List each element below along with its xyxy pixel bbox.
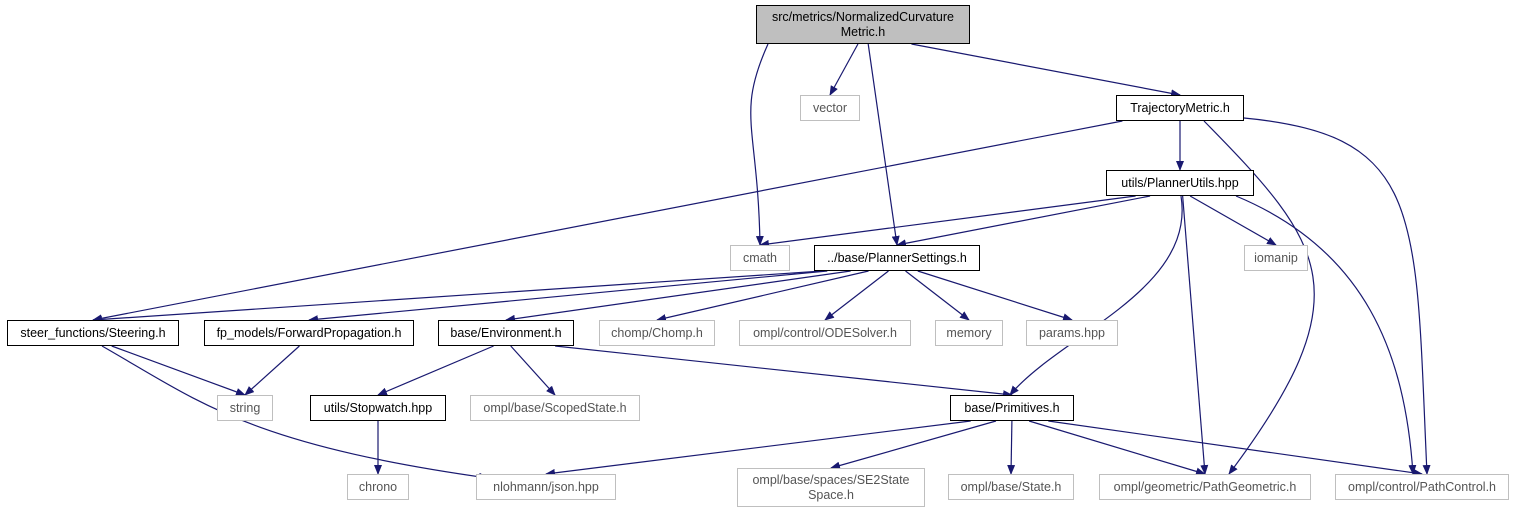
edge-planner-utils-to-path-control [1235,195,1417,475]
edge-planner-settings-to-params [917,270,1073,322]
edge-planner-utils-to-iomanip [1189,195,1277,246]
node-planner-utils[interactable]: utils/PlannerUtils.hpp [1106,170,1254,196]
edge-primitives-to-state [1007,420,1016,475]
node-chrono: chrono [347,474,409,500]
edge-primitives-to-path-geometric [1028,420,1206,476]
node-label-line: ompl/control/ODESolver.h [753,325,897,340]
edge-primitives-to-se2 [830,420,997,470]
node-json: nlohmann/json.hpp [476,474,616,500]
node-planner-settings[interactable]: ../base/PlannerSettings.h [814,245,980,271]
node-string: string [217,395,273,421]
node-label-line: utils/Stopwatch.hpp [323,400,433,415]
node-iomanip: iomanip [1244,245,1308,271]
edge-planner-settings-to-environment [505,270,851,323]
node-scoped-state: ompl/base/ScopedState.h [470,395,640,421]
edge-environment-to-primitives [555,345,1013,399]
edge-environment-to-stopwatch [377,345,494,396]
node-label-line: vector [812,100,848,115]
node-label-line: TrajectoryMetric.h [1130,100,1230,115]
edge-steering-to-string [111,345,246,396]
edge-forward-propagation-to-string [244,345,300,396]
node-label-line: nlohmann/json.hpp [493,479,599,494]
node-label-line: cmath [742,250,778,265]
edge-root-to-cmath [750,43,769,246]
edge-planner-settings-to-memory [905,270,970,321]
node-label-line: fp_models/ForwardPropagation.h [216,325,402,340]
edge-planner-utils-to-path-geometric [1182,195,1209,475]
node-label-line: ../base/PlannerSettings.h [827,250,967,265]
node-chomp: chomp/Chomp.h [599,320,715,346]
node-label-line: iomanip [1254,250,1298,265]
node-steering[interactable]: steer_functions/Steering.h [7,320,179,346]
node-label-line: utils/PlannerUtils.hpp [1121,175,1239,190]
node-params: params.hpp [1026,320,1118,346]
edge-planner-settings-to-forward-propagation [308,270,828,324]
edge-planner-utils-to-planner-settings [896,195,1151,248]
node-label-line: chrono [358,479,398,494]
node-label-line: params.hpp [1038,325,1105,340]
node-label-line: base/Primitives.h [964,400,1060,415]
node-memory: memory [935,320,1003,346]
node-label-line: Metric.h [840,24,886,39]
edge-planner-settings-to-ode-solver [824,270,889,321]
edge-root-to-trajectory-metric [911,43,1181,98]
edge-trajectory-metric-to-path-geometric [1203,120,1315,475]
node-label-line: ompl/base/ScopedState.h [483,400,627,415]
node-label-line: src/metrics/NormalizedCurvature [772,9,954,24]
edge-primitives-to-json [545,420,971,477]
node-primitives[interactable]: base/Primitives.h [950,395,1074,421]
node-label-line: base/Environment.h [450,325,562,340]
edge-primitives-to-path-control [1048,420,1423,477]
node-state: ompl/base/State.h [948,474,1074,500]
node-label-line: ompl/base/spaces/SE2State [752,472,910,487]
node-path-control: ompl/control/PathControl.h [1335,474,1509,500]
edge-planner-utils-to-cmath [759,195,1136,248]
node-stopwatch[interactable]: utils/Stopwatch.hpp [310,395,446,421]
node-label-line: memory [946,325,992,340]
node-label-line: ompl/control/PathControl.h [1348,479,1496,494]
edge-planner-settings-to-steering [92,270,823,324]
node-environment[interactable]: base/Environment.h [438,320,574,346]
edge-environment-to-scoped-state [510,345,556,396]
node-label-line: ompl/base/State.h [960,479,1062,494]
edge-root-to-planner-settings [867,43,900,246]
node-label-line: Space.h [808,487,854,502]
node-label-line: string [229,400,261,415]
node-path-geometric: ompl/geometric/PathGeometric.h [1099,474,1311,500]
node-label-line: chomp/Chomp.h [611,325,703,340]
edge-trajectory-metric-to-path-control [1243,117,1431,475]
node-ode-solver: ompl/control/ODESolver.h [739,320,911,346]
node-forward-propagation[interactable]: fp_models/ForwardPropagation.h [204,320,414,346]
node-label-line: ompl/geometric/PathGeometric.h [1113,479,1297,494]
edge-root-to-vector [829,43,859,96]
node-label-line: steer_functions/Steering.h [20,325,166,340]
edge-planner-utils-to-primitives [1009,195,1183,396]
edge-trajectory-metric-to-steering [92,120,1123,323]
edge-planner-settings-to-chomp [656,270,869,322]
node-cmath: cmath [730,245,790,271]
node-vector: vector [800,95,860,121]
node-trajectory-metric[interactable]: TrajectoryMetric.h [1116,95,1244,121]
